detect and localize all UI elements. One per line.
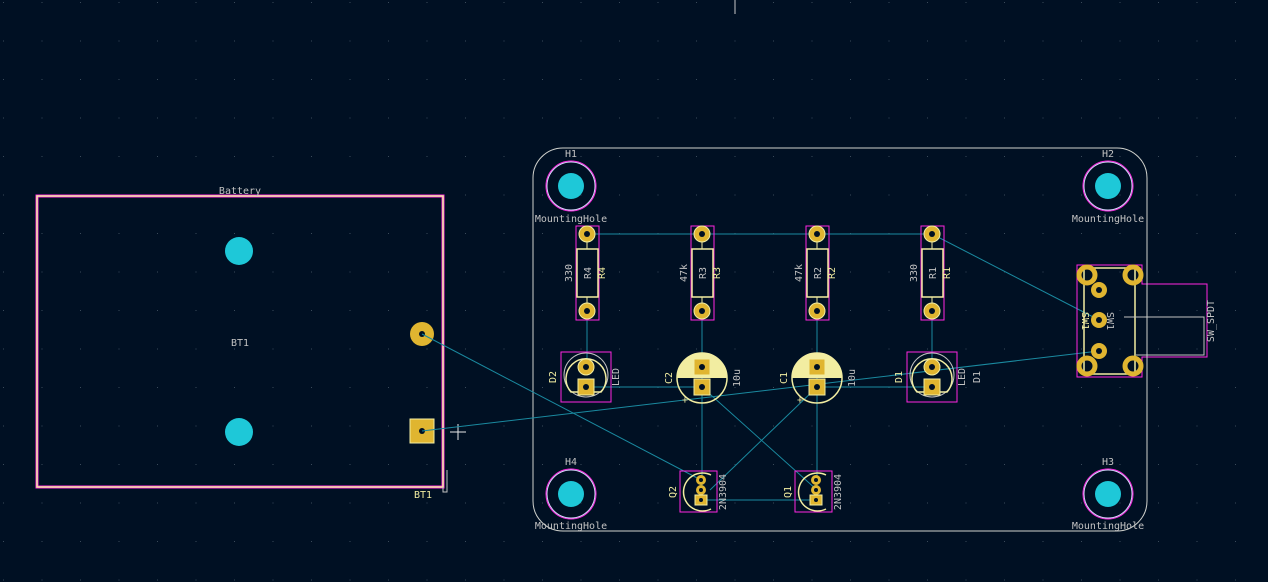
battery-silk-outline: [36, 195, 444, 488]
capacitor-polarity-mark: +: [795, 397, 806, 403]
battery-corner-mark: [442, 470, 448, 493]
mounting-hole-h4[interactable]: H4 MountingHole: [535, 457, 607, 532]
resistor-ref-fab: R4: [583, 267, 594, 279]
pad-drill: [929, 364, 935, 370]
transistor-ref: Q1: [783, 486, 794, 498]
sw1-ref-fab: SW1: [1104, 312, 1115, 330]
capacitor-value: 10u: [732, 369, 743, 387]
pad-drill: [699, 384, 705, 390]
h1-value: MountingHole: [535, 214, 607, 225]
mounting-hole-h2[interactable]: H2 MountingHole: [1072, 149, 1144, 225]
pad-drill: [929, 231, 935, 237]
resistor-ref: R4: [597, 267, 608, 279]
battery-ref-silk: BT1: [414, 490, 432, 501]
battery-ref-fab: BT1: [231, 338, 249, 349]
led-value: LED: [611, 368, 622, 386]
led-ref: D2: [548, 371, 559, 383]
resistor-ref: R3: [712, 267, 723, 279]
capacitor-ref: C2: [664, 372, 675, 384]
mounting-hole-h3[interactable]: H3 MountingHole: [1072, 457, 1144, 532]
transistor-value: 2N3904: [718, 474, 729, 510]
h4-ref: H4: [565, 457, 577, 468]
battery-value: Battery: [219, 186, 261, 197]
battery-mount-hole: [225, 418, 253, 446]
led-d1[interactable]: D1 LED D1: [894, 351, 983, 403]
pad-drill: [699, 308, 705, 314]
resistor-value: 47k: [679, 264, 690, 282]
pad-drill: [699, 364, 705, 370]
resistor-ref-fab: R2: [813, 267, 824, 279]
led-ref-fab: D1: [972, 371, 983, 383]
ratsnest: [421, 233, 1100, 501]
capacitor-c1[interactable]: C1 10u +: [779, 352, 858, 404]
capacitor-ref: C1: [779, 372, 790, 384]
led-d2[interactable]: D2 LED: [548, 351, 622, 403]
transistor-value: 2N3904: [833, 474, 844, 510]
pad-drill: [583, 364, 589, 370]
h3-value: MountingHole: [1072, 521, 1144, 532]
pad-drill: [584, 308, 590, 314]
battery-mount-hole: [225, 237, 253, 265]
resistor-ref: R1: [942, 267, 953, 279]
pad-drill: [814, 308, 820, 314]
resistor-value: 330: [909, 264, 920, 282]
h4-value: MountingHole: [535, 521, 607, 532]
led-ref: D1: [894, 371, 905, 383]
pad-drill: [584, 231, 590, 237]
pad-drill: [814, 384, 820, 390]
h2-ref: H2: [1102, 149, 1114, 160]
capacitor-c2[interactable]: C2 10u +: [664, 352, 743, 404]
pad-drill: [814, 231, 820, 237]
capacitor-polarity-mark: +: [680, 397, 691, 403]
pad-drill: [929, 308, 935, 314]
resistor-ref: R2: [827, 267, 838, 279]
sw1-ref: SW1: [1079, 312, 1090, 330]
h2-value: MountingHole: [1072, 214, 1144, 225]
capacitor-value: 10u: [847, 369, 858, 387]
battery-footprint[interactable]: Battery BT1 BT1: [35, 186, 448, 501]
pad-drill: [583, 384, 589, 390]
switch-sw1[interactable]: SW1 SW1 SW_SPDT: [1076, 264, 1217, 378]
resistor-ref-fab: R1: [928, 267, 939, 279]
h3-ref: H3: [1102, 457, 1114, 468]
sw1-value: SW_SPDT: [1206, 300, 1217, 342]
h1-ref: H1: [565, 149, 577, 160]
resistor-value: 47k: [794, 264, 805, 282]
mounting-hole-h1[interactable]: H1 MountingHole: [535, 149, 607, 225]
pad-drill: [814, 364, 820, 370]
resistor-value: 330: [564, 264, 575, 282]
transistor-q2[interactable]: Q2 2N3904: [668, 470, 729, 513]
led-value: LED: [957, 368, 968, 386]
transistor-ref: Q2: [668, 486, 679, 498]
resistor-ref-fab: R3: [698, 267, 709, 279]
pad-drill: [929, 384, 935, 390]
transistor-q1[interactable]: Q1 2N3904: [783, 470, 844, 513]
pad-drill: [699, 231, 705, 237]
